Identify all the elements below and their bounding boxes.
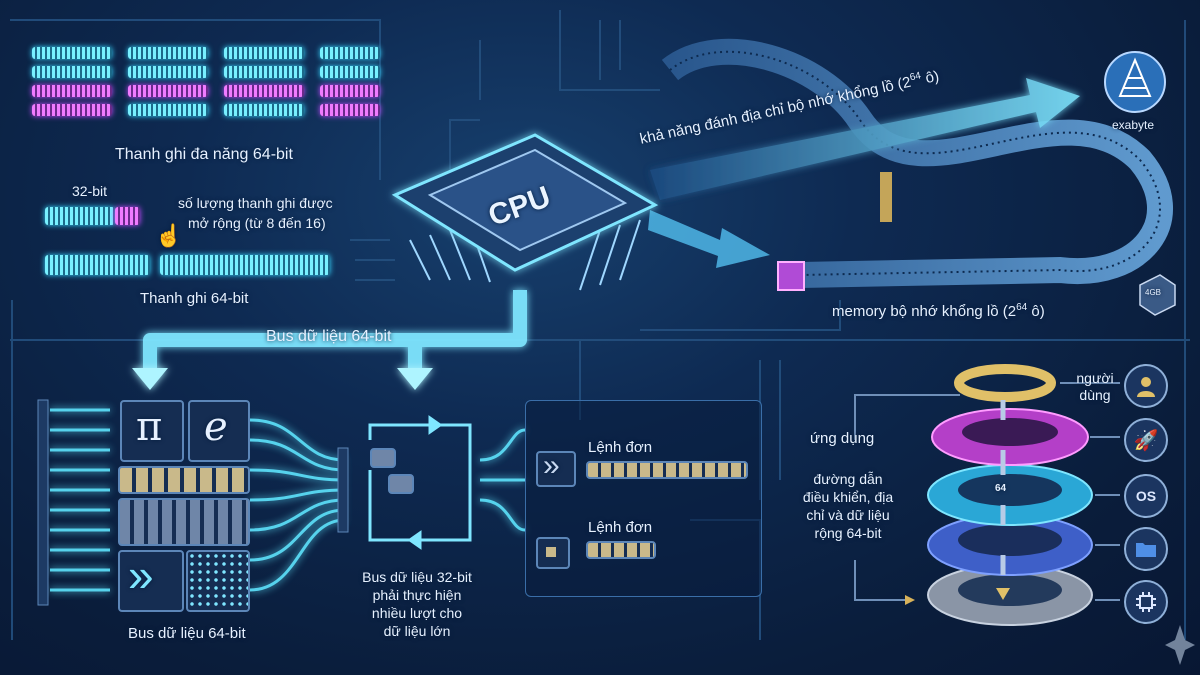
chevron-tile: » [118,549,184,612]
chevron-icon: » [128,549,154,601]
hand-icon: ☝ [155,223,183,248]
instruction-2-label: Lệnh đơn [588,519,653,536]
bus-bottom-label: Bus dữ liệu 64-bit [128,625,246,642]
instruction-chevron-tile: » [536,449,576,487]
instruction-2-bar [586,541,656,559]
data-grid-tile [118,498,250,546]
exabyte-label: exabyte [1112,118,1155,132]
expanded-registers-label-2: mở rộng (từ 8 đến 16) [188,215,326,231]
instruction-square-tile [536,537,570,569]
bus-64-arrows [143,290,527,370]
memory-label: memory bộ nhớ khổng lồ (264 ô) [832,302,1045,320]
expanded-registers-label-1: số lượng thanh ghi được [178,195,333,211]
instruction-1-label: Lệnh đơn [588,439,653,456]
data-stream-lines [50,408,526,592]
bus-top-label: Bus dữ liệu 64-bit [266,328,392,345]
memory-arrow [648,210,770,268]
ring-stack [854,364,1120,626]
app-label: ứng dụng [810,430,875,447]
e-symbol: e [204,404,228,450]
reg64-label: Thanh ghi 64-bit [140,290,249,307]
chip-icon [1124,580,1168,624]
pi-tile: π [120,400,184,462]
instruction-1-bar [586,461,748,479]
e-tile: e [188,400,250,462]
sparkle-icon [1165,625,1195,665]
addressing-arrow [650,78,1080,200]
cube-label: 4GB [1145,288,1162,297]
user-icon [1124,364,1168,408]
os-icon: OS [1124,474,1168,518]
chevron-right-icon: » [543,449,560,482]
general-registers-label: Thanh ghi đa năng 64-bit [115,146,293,163]
cpu-chip [391,133,659,291]
folder-icon [1124,527,1168,571]
exabyte-globe-icon [1104,51,1166,113]
ring-64-label: 64 [995,483,1007,494]
instruction-panel: » Lệnh đơn Lệnh đơn [525,400,762,597]
memory-ribbon [661,38,1173,291]
bus-32-loop [368,415,472,550]
dot-grid-tile [186,550,250,612]
cube-icon [1139,274,1176,316]
rocket-icon: 🚀 [1124,418,1168,462]
data-bar-tile [118,466,250,494]
loop-block-2 [388,474,414,494]
square-icon [546,547,556,557]
pi-symbol: π [136,404,163,450]
bit32-label: 32-bit [72,183,108,199]
loop-block-1 [370,448,396,468]
